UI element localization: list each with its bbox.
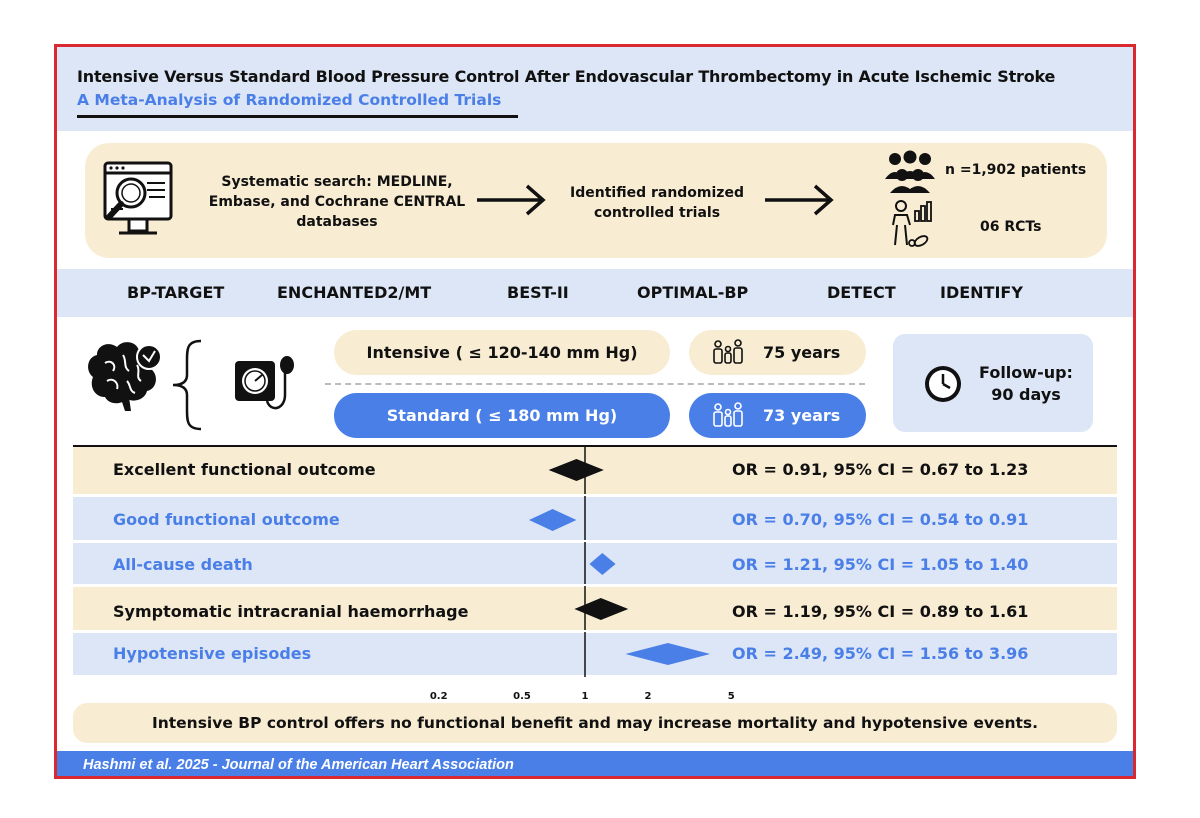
patient-data-icon [892,200,932,247]
axis-tick-label: 2 [645,691,652,702]
search-description: Systematic search: MEDLINE, Embase, and … [208,174,466,230]
outcome-label: All-cause death [113,555,253,574]
patient-count: n =1,902 patients [945,162,1087,178]
family-icon [713,402,743,427]
conclusion-banner: Intensive BP control offers no functiona… [73,703,1117,743]
outcome-or: OR = 0.91, 95% CI = 0.67 to 1.23 [732,460,1029,479]
intensive-group-pill: Intensive ( ≤ 120-140 mm Hg) [334,330,670,375]
intensive-age: 75 years [763,343,841,362]
group-divider [325,383,865,385]
effect-diamond [528,509,577,531]
infographic-frame: Intensive Versus Standard Blood Pressure… [54,44,1136,779]
followup-text: Follow-up: 90 days [979,363,1073,404]
arrow-right-icon [765,184,834,216]
header-band [57,47,1133,131]
forest-plot: 0.2 0.5 1 2 5 [73,445,1117,702]
trials-bar [57,269,1133,317]
trial-name: ENCHANTED2/MT [277,283,432,302]
followup-panel: Follow-up: 90 days [893,334,1093,432]
search-panel [85,143,1107,258]
outcome-row-bg [73,633,1117,675]
trial-name: BP-TARGET [127,283,225,302]
clock-icon [925,366,961,402]
standard-age: 73 years [763,406,841,425]
outcome-label: Good functional outcome [113,510,340,529]
family-icon [713,339,743,364]
axis-tick-label: 1 [582,691,589,702]
arrow-right-icon [477,184,546,216]
outcome-or: OR = 0.70, 95% CI = 0.54 to 0.91 [732,510,1029,529]
trial-name: IDENTIFY [940,283,1023,302]
identified-rcts-text: Identified randomized controlled trials [570,185,744,221]
title-underline [77,115,518,118]
outcome-row-bg [73,497,1117,541]
trial-name: DETECT [827,283,896,302]
outcome-or: OR = 2.49, 95% CI = 1.56 to 3.96 [732,644,1029,663]
outcome-label: Hypotensive episodes [113,644,312,663]
citation: Hashmi et al. 2025 - Journal of the Amer… [83,757,514,773]
effect-diamond [548,459,604,481]
page-subtitle: A Meta-Analysis of Randomized Controlled… [77,91,502,109]
effect-diamond [625,643,711,665]
brace-icon [172,339,202,431]
axis-tick-label: 5 [728,691,735,702]
outcome-or: OR = 1.19, 95% CI = 0.89 to 1.61 [732,602,1029,621]
search-computer-icon [103,161,173,235]
outcome-label: Excellent functional outcome [113,460,376,479]
bp-monitor-icon [235,356,294,410]
standard-age-pill: 73 years [689,393,866,438]
people-group-icon [885,150,935,193]
axis-tick-label: 0.5 [513,691,531,702]
intensive-age-pill: 75 years [689,330,866,375]
effect-diamond [589,553,616,575]
rct-count: 06 RCTs [980,219,1042,235]
forest-top-rule [73,445,1117,447]
footer-band [57,751,1133,776]
page-title: Intensive Versus Standard Blood Pressure… [77,67,1056,86]
axis-tick-label: 0.2 [430,691,448,702]
outcome-label: Symptomatic intracranial haemorrhage [113,602,469,621]
trial-name: BEST-II [507,283,569,302]
outcome-or: OR = 1.21, 95% CI = 1.05 to 1.40 [732,555,1029,574]
effect-diamond [574,598,629,620]
trial-name: OPTIMAL-BP [637,283,749,302]
brain-icon [88,342,162,411]
standard-group-pill: Standard ( ≤ 180 mm Hg) [334,393,670,438]
